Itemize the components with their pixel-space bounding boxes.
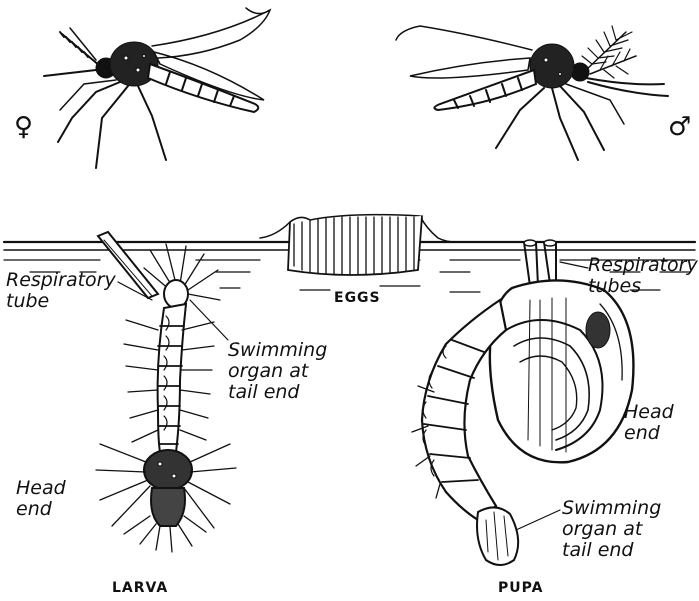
egg-raft xyxy=(260,215,456,275)
female-mosquito xyxy=(44,8,270,168)
leader-larva-swimming-organ xyxy=(190,300,228,340)
male-mosquito xyxy=(396,26,668,160)
leader-respiratory-tubes xyxy=(560,262,588,268)
label-larva: LARVA xyxy=(112,580,168,596)
label-pupa-head-end: Head end xyxy=(624,402,674,444)
larva xyxy=(96,232,236,552)
label-pupa-respiratory-tubes: Respiratory tubes xyxy=(588,255,698,297)
label-larva-swimming-organ: Swimming organ at tail end xyxy=(228,340,327,403)
male-symbol: ♂ xyxy=(668,112,691,142)
label-eggs: EGGS xyxy=(334,290,381,306)
female-symbol: ♀ xyxy=(14,112,33,142)
label-pupa: PUPA xyxy=(498,580,543,596)
label-pupa-swimming-organ: Swimming organ at tail end xyxy=(562,498,661,561)
label-respiratory-tube: Respiratory tube xyxy=(6,270,116,312)
leader-pupa-swimming-organ xyxy=(516,510,560,530)
label-larva-head-end: Head end xyxy=(16,478,66,520)
